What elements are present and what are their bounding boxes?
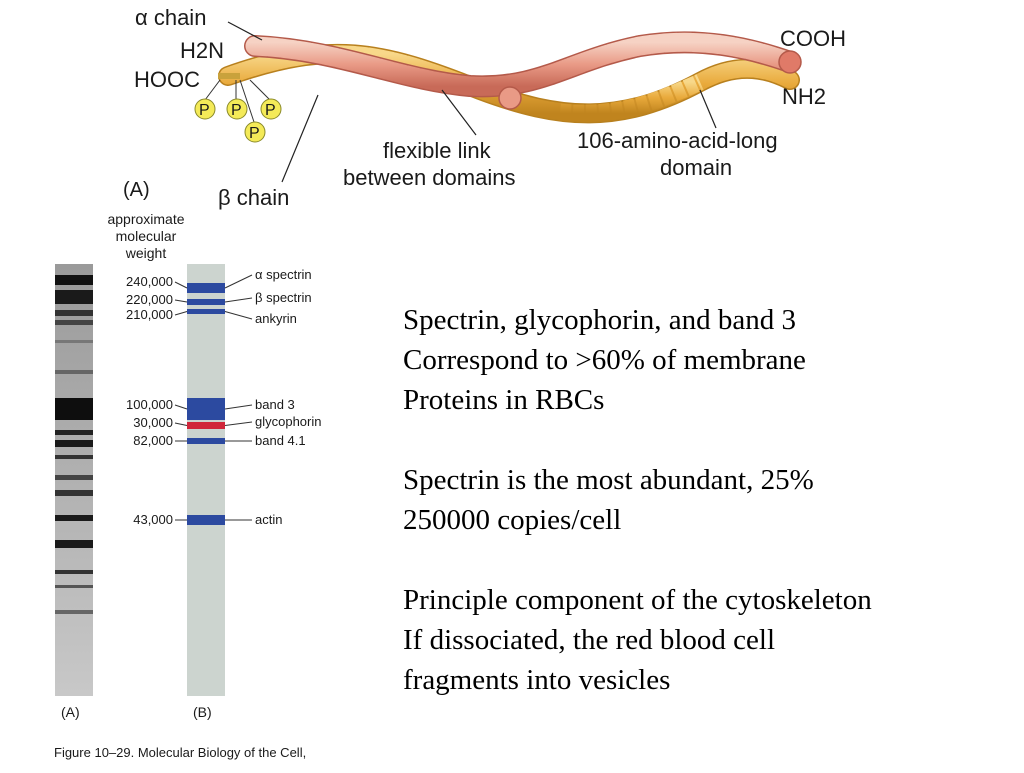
mw-leader: [174, 311, 188, 316]
flexible-link-label: between domains: [343, 165, 515, 190]
lane-b-label: (B): [193, 704, 212, 720]
protein-leader: [224, 404, 253, 410]
phosphate-icon: [194, 98, 216, 120]
gel-lane-a: [55, 264, 93, 696]
protein-label: band 3: [255, 397, 295, 412]
beta-leader: [281, 94, 319, 183]
text-block-abundance: Spectrin is the most abundant, 25% 25000…: [403, 460, 1003, 540]
mw-header: approximate: [107, 211, 184, 227]
mw-label: 100,000: [126, 397, 173, 412]
mw-leader: [174, 422, 188, 426]
domain-label: domain: [660, 155, 732, 180]
flexible-link-bead: [498, 86, 522, 110]
protein-leader: [224, 311, 253, 320]
protein-label: ankyrin: [255, 311, 297, 326]
text-line: Spectrin, glycophorin, and band 3: [403, 304, 797, 336]
protein-label: β spectrin: [255, 290, 312, 305]
protein-leader: [224, 297, 253, 303]
mw-label: 210,000: [126, 307, 173, 322]
phosphate-label: P: [231, 102, 242, 119]
phosphate-icon: [260, 98, 282, 120]
protein-label: glycophorin: [255, 414, 322, 429]
h2n-label: H2N: [180, 38, 224, 63]
gel-band: [187, 283, 225, 293]
gel-bands: 240,000 α spectrin 220,000 β spectrin 210,00…: [126, 267, 322, 527]
mw-leader: [174, 281, 188, 289]
text-line: Principle component of the cytoskeleton: [403, 584, 872, 616]
text-line: Proteins in RBCs: [403, 384, 605, 416]
gel-band: [187, 299, 225, 305]
protein-leader: [224, 421, 253, 426]
mw-leader: [174, 404, 188, 410]
alpha-leader: [227, 21, 263, 41]
mw-label: 220,000: [126, 292, 173, 307]
alpha-chain-label: α chain: [135, 5, 206, 30]
gel-band: [187, 438, 225, 444]
mw-header: weight: [125, 245, 167, 261]
domain-leader: [699, 89, 717, 129]
text-line: If dissociated, the red blood cell: [403, 624, 776, 656]
figure-caption: Figure 10–29. Molecular Biology of the C…: [54, 745, 306, 760]
phosphate-icon: [244, 121, 266, 143]
gel-lane-b: [187, 264, 225, 696]
phosphate-groups: P P P P: [194, 79, 282, 143]
domain-label: 106-amino-acid-long: [577, 128, 778, 153]
text-block-cytoskeleton: Principle component of the cytoskeleton …: [403, 580, 1003, 700]
beta-chain-label: β chain: [218, 185, 289, 210]
lane-a-label: (A): [61, 704, 80, 720]
phosphate-icon: [226, 98, 248, 120]
phosphate-label: P: [249, 125, 260, 142]
text-block-composition: Spectrin, glycophorin, and band 3 Corres…: [403, 300, 1003, 420]
gel-band: [187, 515, 225, 525]
nh2-label: NH2: [782, 84, 826, 109]
flexible-link-label: flexible link: [383, 138, 492, 163]
text-line: Spectrin is the most abundant, 25%: [403, 464, 814, 496]
mw-label: 240,000: [126, 274, 173, 289]
phosphate-label: P: [199, 102, 210, 119]
text-line: Correspond to >60% of membrane: [403, 344, 806, 376]
mw-leader: [174, 299, 188, 303]
gel-band: [187, 422, 225, 429]
gel-band: [187, 309, 225, 314]
mw-label: 30,000: [133, 415, 173, 430]
cooh-end-knob: [778, 50, 802, 74]
body-text: Spectrin, glycophorin, and band 3 Corres…: [403, 300, 1003, 740]
cooh-label: COOH: [780, 26, 846, 51]
flexible-link-leader: [441, 89, 477, 136]
gel-band: [187, 398, 225, 420]
panel-a-label: (A): [123, 179, 150, 201]
alpha-chain-strand-fill: [245, 32, 800, 96]
mw-label: 43,000: [133, 512, 173, 527]
protein-leader: [224, 274, 253, 289]
text-line: fragments into vesicles: [403, 664, 671, 696]
hooc-label: HOOC: [134, 67, 200, 92]
protein-label: α spectrin: [255, 267, 312, 282]
text-line: 250000 copies/cell: [403, 504, 622, 536]
mw-label: 82,000: [133, 433, 173, 448]
mw-header: molecular: [116, 228, 177, 244]
phosphate-label: P: [265, 102, 276, 119]
protein-label: actin: [255, 512, 282, 527]
protein-label: band 4.1: [255, 433, 306, 448]
beta-chain-overlap: [559, 74, 704, 122]
